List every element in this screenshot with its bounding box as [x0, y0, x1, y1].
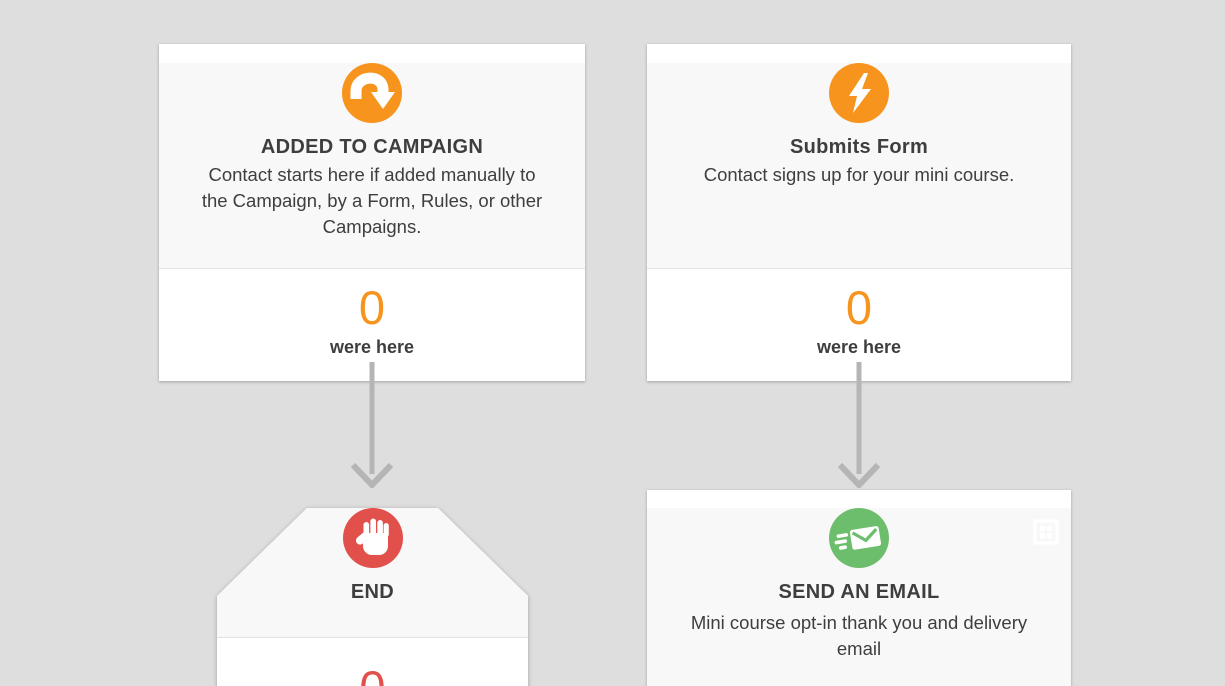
lightning-bolt-icon	[829, 63, 889, 123]
node-header: Submits Form Contact signs up for your m…	[647, 63, 1071, 269]
node-description: Contact signs up for your mini course.	[703, 164, 1015, 185]
node-title: END	[350, 581, 395, 603]
node-header: END	[217, 508, 528, 638]
stop-hand-icon	[342, 508, 403, 568]
node-title: SEND AN EMAIL	[778, 581, 940, 603]
curved-down-arrow-icon	[342, 63, 402, 123]
node-end[interactable]: END 0	[217, 490, 528, 686]
node-description: Contact starts here if added manually to…	[201, 164, 543, 237]
node-count: 0	[358, 281, 386, 334]
node-header: SEND AN EMAIL Mini course opt-in thank y…	[647, 508, 1071, 686]
node-description: Mini course opt-in thank you and deliver…	[690, 612, 1028, 659]
node-title: ADDED TO CAMPAIGN	[260, 136, 484, 158]
grid-icon[interactable]	[1033, 519, 1059, 545]
node-added-to-campaign[interactable]: ADDED TO CAMPAIGN Contact starts here if…	[159, 44, 585, 381]
node-count-label: were here	[329, 337, 415, 357]
node-stats[interactable]: 0	[217, 638, 528, 686]
node-send-an-email[interactable]: SEND AN EMAIL Mini course opt-in thank y…	[647, 490, 1071, 686]
node-count: 0	[845, 281, 873, 334]
node-count-label: were here	[816, 337, 902, 357]
node-count: 0	[217, 638, 528, 686]
node-submits-form[interactable]: Submits Form Contact signs up for your m…	[647, 44, 1071, 381]
arrow-down-icon	[837, 362, 881, 488]
node-header: ADDED TO CAMPAIGN Contact starts here if…	[159, 63, 585, 269]
arrow-down-icon	[350, 362, 394, 488]
node-title: Submits Form	[789, 136, 929, 158]
send-email-icon	[829, 508, 889, 568]
